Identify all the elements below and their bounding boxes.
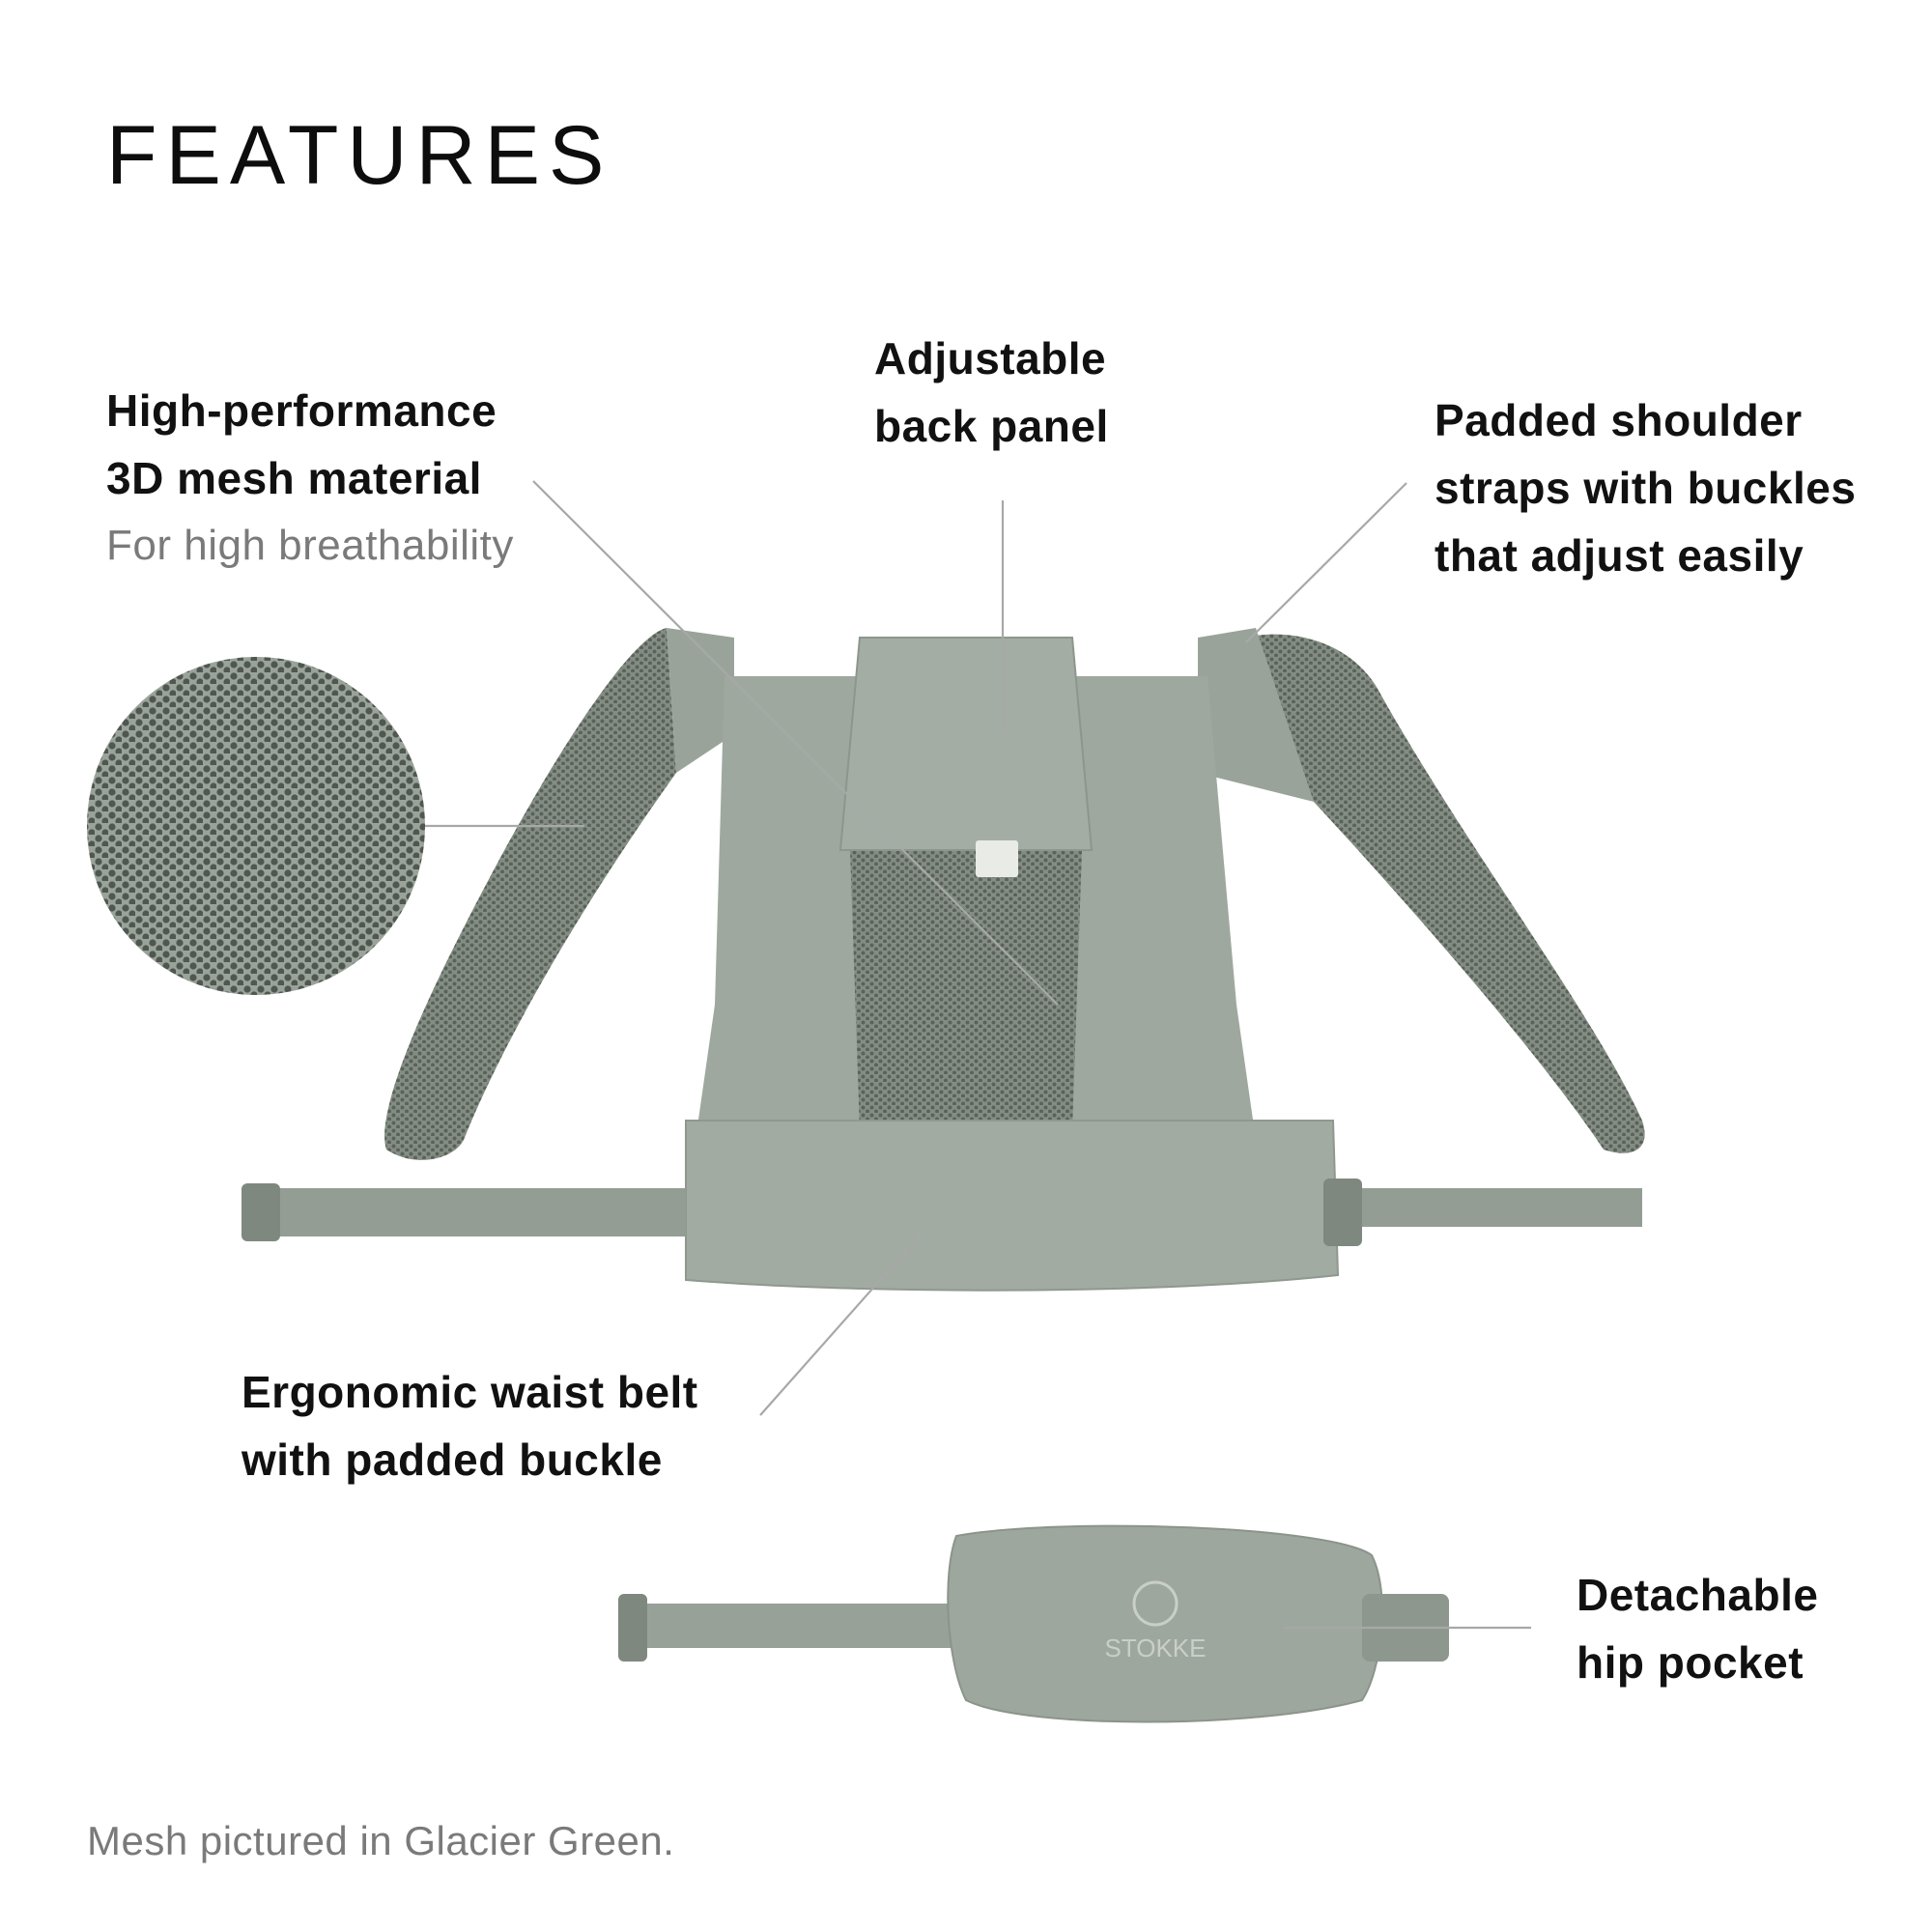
feature-title-line: High-performance	[106, 385, 497, 436]
brand-logo-text: STOKKE	[1104, 1634, 1206, 1662]
feature-hip-pocket: Detachable hip pocket	[1577, 1561, 1818, 1696]
leader-lines	[425, 480, 1531, 1630]
feature-back-panel: Adjustable back panel	[874, 325, 1109, 460]
feature-title-line: Adjustable	[874, 333, 1107, 384]
footer-note: Mesh pictured in Glacier Green.	[87, 1818, 675, 1863]
feature-title-line: 3D mesh material	[106, 453, 482, 503]
feature-shoulder-straps: Padded shoulder straps with buckles that…	[1435, 386, 1856, 589]
feature-title-line: back panel	[874, 401, 1109, 451]
feature-mesh: High-performance 3D mesh material For hi…	[106, 377, 514, 580]
feature-title-line: straps with buckles	[1435, 463, 1857, 513]
feature-title-line: with padded buckle	[242, 1435, 663, 1485]
feature-waist-belt: Ergonomic waist belt with padded buckle	[242, 1358, 698, 1493]
feature-title-line: Ergonomic waist belt	[242, 1367, 698, 1417]
mesh-closeup-circle	[87, 657, 425, 995]
feature-title-line: hip pocket	[1577, 1637, 1804, 1688]
page-title: FEATURES	[106, 109, 613, 202]
feature-subtitle: For high breathability	[106, 522, 514, 569]
feature-title-line: Padded shoulder	[1435, 395, 1803, 445]
feature-title-line: that adjust easily	[1435, 530, 1804, 581]
feature-title-line: Detachable	[1577, 1570, 1819, 1620]
